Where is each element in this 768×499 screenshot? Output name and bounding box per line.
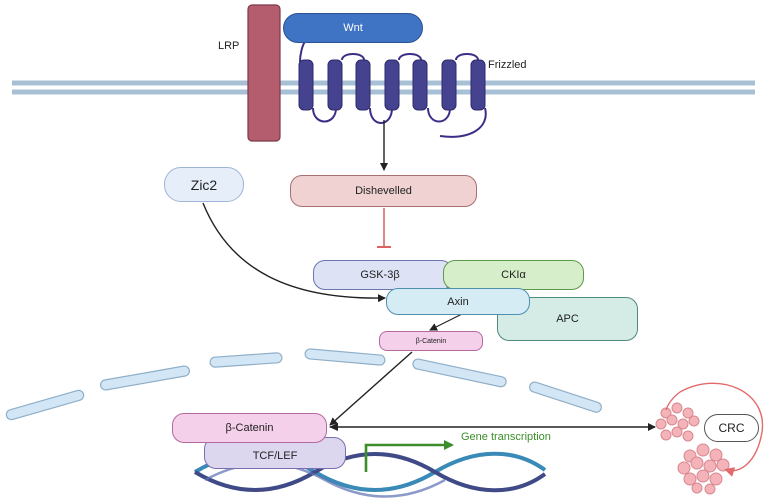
zic2-node: Zic2 [164,167,244,202]
crc-cycle-tail [665,391,681,411]
arrow-axin-to-catenin [429,313,463,331]
frizzled-label: Frizzled [488,59,527,71]
axin-node: Axin [386,288,530,315]
beta-catenin-label: β-Catenin [225,422,274,434]
gsk3b-node: GSK-3β [313,260,453,290]
beta-catenin-cytoplasm: β-Catenin [379,331,483,351]
arrow-catenin-crc [329,423,656,431]
dishevelled-node: Dishevelled [290,175,477,207]
wnt-ligand: Wnt [283,13,423,43]
gsk3b-label: GSK-3β [360,269,400,281]
tcf-lef-label: TCF/LEF [252,450,298,462]
crc-label: CRC [718,421,745,435]
crc-node: CRC [704,414,759,442]
lrp-label: LRP [218,40,240,52]
dishevelled-label: Dishevelled [355,185,412,197]
crc-cell-cluster-top [655,402,700,442]
frizzled-receptor [298,39,487,138]
cell-membrane [12,80,755,95]
gene-transcription-arrow [364,440,454,472]
inhibition-dishevelled-gsk3b [377,208,391,248]
beta-catenin-nucleus: β-Catenin [172,413,327,443]
ckia-node: CKIα [443,260,584,290]
beta-catenin-small-label: β-Catenin [415,337,447,345]
crc-proliferation-arrow [679,382,764,477]
ckia-label: CKIα [501,269,526,281]
crc-cell-cluster-bottom [677,443,730,495]
lrp-receptor [247,4,281,142]
arrow-zic2-to-complex [202,202,386,303]
apc-label: APC [556,313,579,325]
gene-transcription-label: Gene transcription [461,431,551,443]
zic2-label: Zic2 [190,176,218,193]
arrow-catenin-to-nucleus [329,351,413,426]
nuclear-envelope [5,348,602,421]
axin-label: Axin [447,295,469,308]
wnt-label: Wnt [343,22,363,34]
